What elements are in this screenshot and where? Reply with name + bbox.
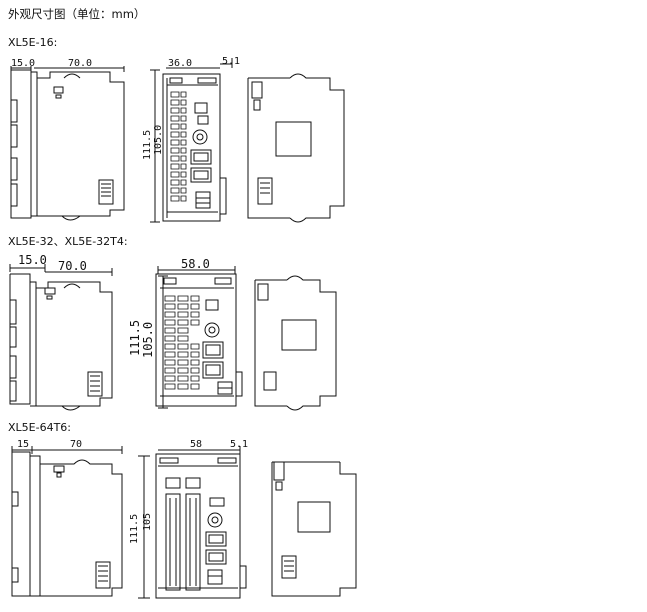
dim-side-depth: 15.0 — [11, 58, 36, 69]
back-view-xl5e-32 — [255, 276, 336, 410]
back-view-xl5e-16 — [248, 74, 344, 222]
model-label-xl5e-64t6: XL5E-64T6: — [8, 421, 72, 434]
side-view-xl5e-32 — [10, 264, 112, 410]
dim-front-offset: 5.1 — [222, 56, 241, 67]
model-label-xl5e-32: XL5E-32、XL5E-32T4: — [8, 235, 128, 248]
dim-side-width: 70.0 — [58, 259, 87, 273]
front-view-xl5e-32 — [156, 266, 242, 408]
front-view-xl5e-16 — [150, 58, 232, 222]
dim-side-width: 70 — [70, 439, 83, 450]
dim-front-width: 36.0 — [168, 58, 193, 69]
dim-front-width: 58.0 — [181, 257, 210, 271]
dim-side-width: 70.0 — [68, 58, 93, 69]
dim-side-depth: 15.0 — [18, 253, 47, 267]
dim-front-width: 58 — [190, 439, 203, 450]
back-view-xl5e-64t6 — [272, 462, 356, 596]
side-view-xl5e-64t6 — [12, 446, 122, 596]
dim-front-offset: 5.1 — [230, 439, 249, 450]
model-label-xl5e-16: XL5E-16: — [8, 36, 58, 49]
side-view-xl5e-16 — [11, 66, 124, 220]
front-view-xl5e-64t6 — [138, 446, 246, 598]
page-title: 外观尺寸图（单位：mm） — [8, 7, 146, 21]
dim-side-depth: 15 — [17, 439, 30, 450]
